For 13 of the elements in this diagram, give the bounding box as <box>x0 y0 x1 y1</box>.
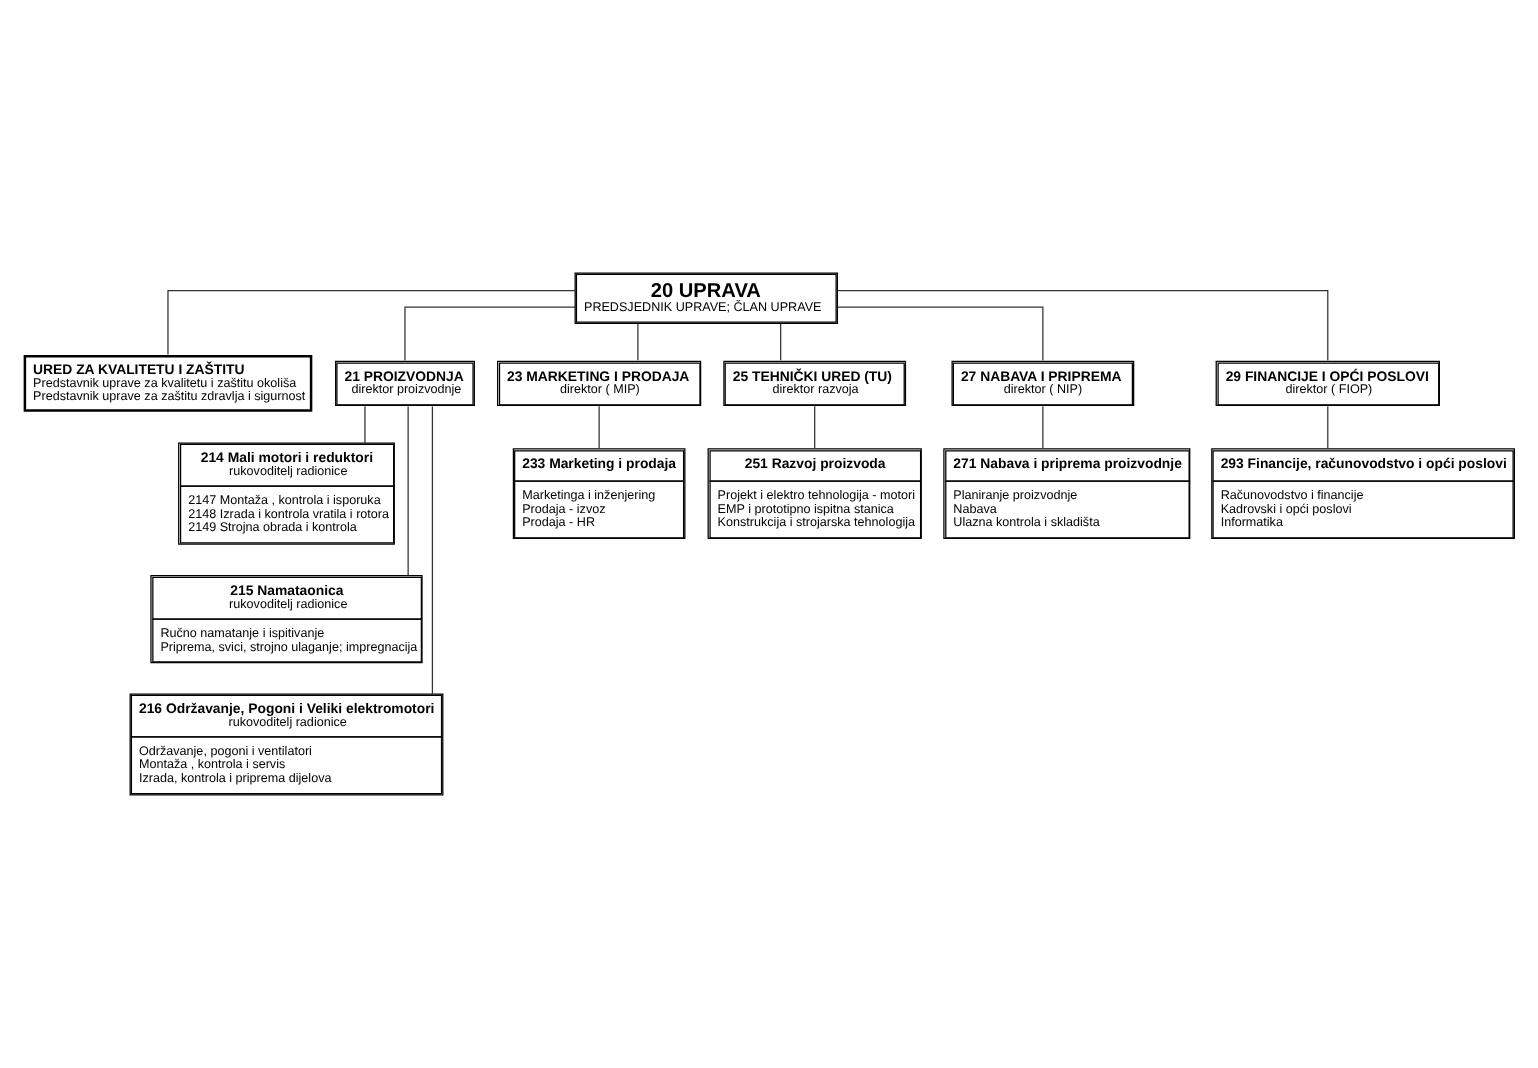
connector <box>407 405 409 576</box>
connector <box>837 290 1329 362</box>
connector <box>780 323 782 361</box>
connector <box>404 306 576 362</box>
connector <box>837 306 1044 362</box>
connector <box>1042 405 1044 450</box>
connector <box>637 323 639 361</box>
connector <box>364 405 366 444</box>
connector <box>814 405 816 450</box>
connector <box>167 290 576 356</box>
connector <box>1327 405 1329 450</box>
connector <box>598 405 600 450</box>
connector <box>431 405 434 695</box>
